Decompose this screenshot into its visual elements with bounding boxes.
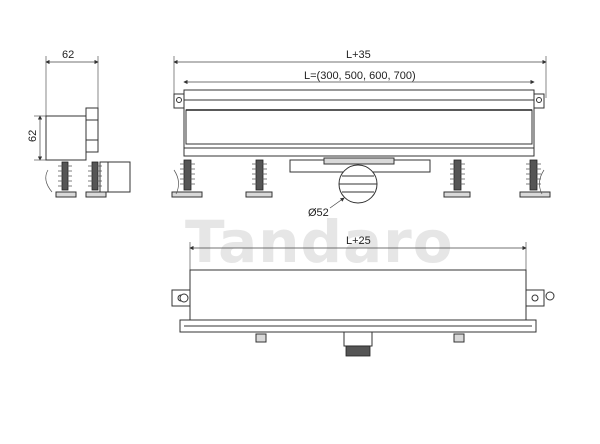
bottom-length-label: L+25 — [346, 235, 371, 247]
bottom-view: L+25 — [171, 235, 555, 357]
front-view: L+35 L=(300, 500, 600, 700) Ø52 — [171, 49, 551, 219]
side-view: 62 62 — [27, 49, 131, 198]
side-profile-body — [45, 115, 87, 161]
side-profile-flange — [85, 107, 99, 153]
side-width-label: 62 — [62, 49, 74, 61]
front-foot-1 — [171, 159, 203, 198]
front-tab-left — [173, 93, 185, 109]
channel-rim — [183, 89, 535, 101]
overall-length-label: L+35 — [346, 49, 371, 61]
bottom-clip-left — [171, 289, 191, 307]
bottom-clip-right — [525, 289, 555, 307]
side-foot-right — [85, 161, 107, 198]
front-tab-right — [533, 93, 545, 109]
bottom-foot-1 — [255, 333, 267, 343]
front-foot-4 — [519, 159, 551, 198]
channel-grate — [185, 109, 533, 145]
front-foot-2 — [245, 159, 273, 198]
side-outlet-box — [99, 161, 131, 193]
front-foot-3 — [443, 159, 471, 198]
bottom-channel-body — [189, 269, 527, 321]
bottom-outlet — [343, 331, 373, 347]
outlet-diameter-label: Ø52 — [308, 207, 329, 219]
watermark-logo: Tandaro — [185, 208, 454, 276]
side-height-label: 62 — [27, 130, 39, 142]
side-foot-left — [55, 161, 77, 198]
bottom-foot-2 — [453, 333, 465, 343]
channel-length-label: L=(300, 500, 600, 700) — [304, 70, 416, 82]
